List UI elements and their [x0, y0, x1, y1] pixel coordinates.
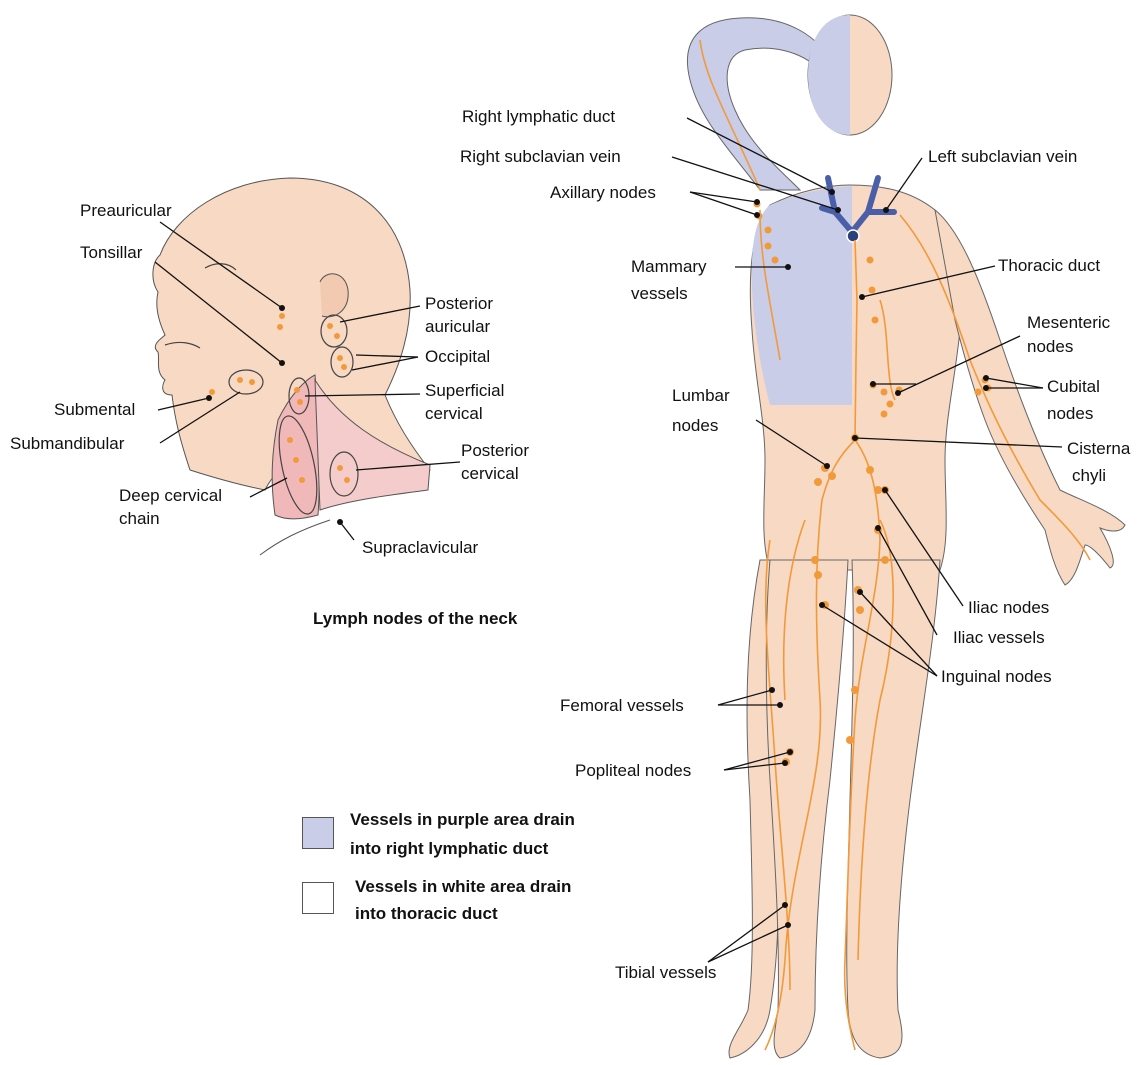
legend-white-line-1: Vessels in white area drain — [355, 876, 571, 898]
shoulder-line — [260, 520, 330, 555]
legend-white-line-2: into thoracic duct — [355, 903, 498, 925]
label-supraclavicular: Supraclavicular — [362, 537, 478, 559]
label-occipital: Occipital — [425, 346, 490, 368]
label-cubital-nodes-1: Cubital — [1047, 376, 1100, 398]
label-iliac-nodes: Iliac nodes — [968, 597, 1049, 619]
legend-swatch-white — [302, 882, 334, 914]
label-inguinal-nodes: Inguinal nodes — [941, 666, 1052, 688]
label-lumbar-nodes-1: Lumbar — [672, 385, 730, 407]
label-femoral-vessels: Femoral vessels — [560, 695, 684, 717]
vein-junction — [847, 230, 859, 242]
label-left-subclavian-vein: Left subclavian vein — [928, 146, 1077, 168]
label-lumbar-nodes-2: nodes — [672, 415, 718, 437]
label-posterior-auricular-2: auricular — [425, 316, 490, 338]
label-tonsillar: Tonsillar — [80, 242, 142, 264]
label-posterior-cervical-1: Posterior — [461, 440, 529, 462]
label-mammary-vessels-1: Mammary — [631, 256, 707, 278]
neck-figure-caption: Lymph nodes of the neck — [313, 608, 517, 630]
legend-purple-line-1: Vessels in purple area drain — [350, 809, 575, 831]
label-axillary-nodes: Axillary nodes — [550, 182, 656, 204]
label-right-subclavian-vein: Right subclavian vein — [460, 146, 621, 168]
label-mesenteric-nodes-1: Mesenteric — [1027, 312, 1110, 334]
label-right-lymphatic-duct: Right lymphatic duct — [462, 106, 615, 128]
label-superficial-cervical-1: Superficial — [425, 380, 504, 402]
raised-arm — [687, 18, 830, 190]
body-illustration — [672, 15, 1125, 1058]
label-cubital-nodes-2: nodes — [1047, 403, 1093, 425]
body-head-purple-half — [808, 15, 850, 135]
label-iliac-vessels: Iliac vessels — [953, 627, 1045, 649]
label-superficial-cervical-2: cervical — [425, 403, 483, 425]
legend-purple-line-2: into right lymphatic duct — [350, 838, 548, 860]
label-thoracic-duct: Thoracic duct — [998, 255, 1100, 277]
legend-swatch-purple — [302, 817, 334, 849]
label-submandibular: Submandibular — [10, 433, 124, 455]
label-deep-cervical-1: Deep cervical — [119, 485, 222, 507]
left-leg — [847, 560, 940, 1058]
label-mesenteric-nodes-2: nodes — [1027, 336, 1073, 358]
label-preauricular: Preauricular — [80, 200, 172, 222]
label-posterior-cervical-2: cervical — [461, 463, 519, 485]
label-posterior-auricular-1: Posterior — [425, 293, 493, 315]
label-cisterna-chyli-1: Cisterna — [1067, 438, 1130, 460]
label-cisterna-chyli-2: chyli — [1072, 465, 1106, 487]
label-deep-cervical-2: chain — [119, 508, 160, 530]
label-tibial-vessels: Tibial vessels — [615, 962, 716, 984]
label-mammary-vessels-2: vessels — [631, 283, 688, 305]
label-submental: Submental — [54, 399, 135, 421]
label-popliteal-nodes: Popliteal nodes — [575, 760, 691, 782]
